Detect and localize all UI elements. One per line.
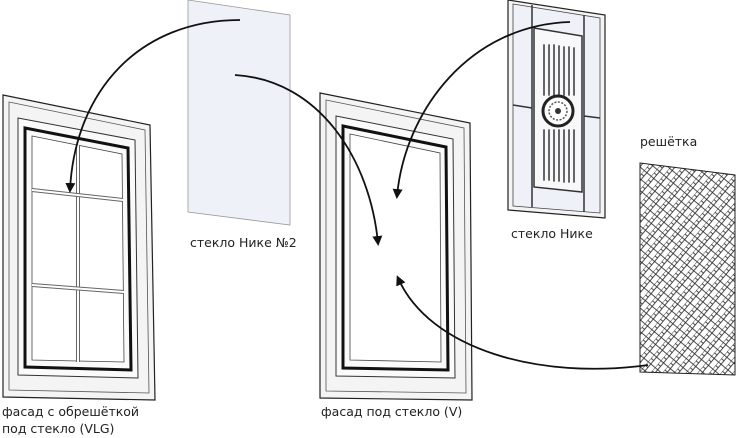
arrow-glass2-to-vlg bbox=[65, 19, 241, 193]
arrow-lattice-to-v bbox=[396, 275, 649, 370]
glass-nike-2 bbox=[187, 0, 291, 226]
facade-vlg bbox=[2, 94, 156, 401]
arrows bbox=[65, 19, 649, 370]
label-facade-vlg-line2: под стекло (VLG) bbox=[2, 421, 114, 436]
lattice bbox=[639, 162, 736, 376]
label-facade-vlg-line1: фасад с обрешёткой bbox=[2, 404, 139, 419]
arrow-nike-to-v bbox=[392, 21, 571, 199]
arrow-glass2-to-v bbox=[234, 74, 383, 246]
label-lattice: решётка bbox=[640, 134, 697, 149]
label-glass-nike: стекло Нике bbox=[511, 226, 593, 241]
label-glass-nike-2: стекло Нике №2 bbox=[190, 235, 297, 250]
label-facade-v: фасад под стекло (V) bbox=[321, 404, 462, 419]
glass-nike bbox=[507, 0, 606, 219]
